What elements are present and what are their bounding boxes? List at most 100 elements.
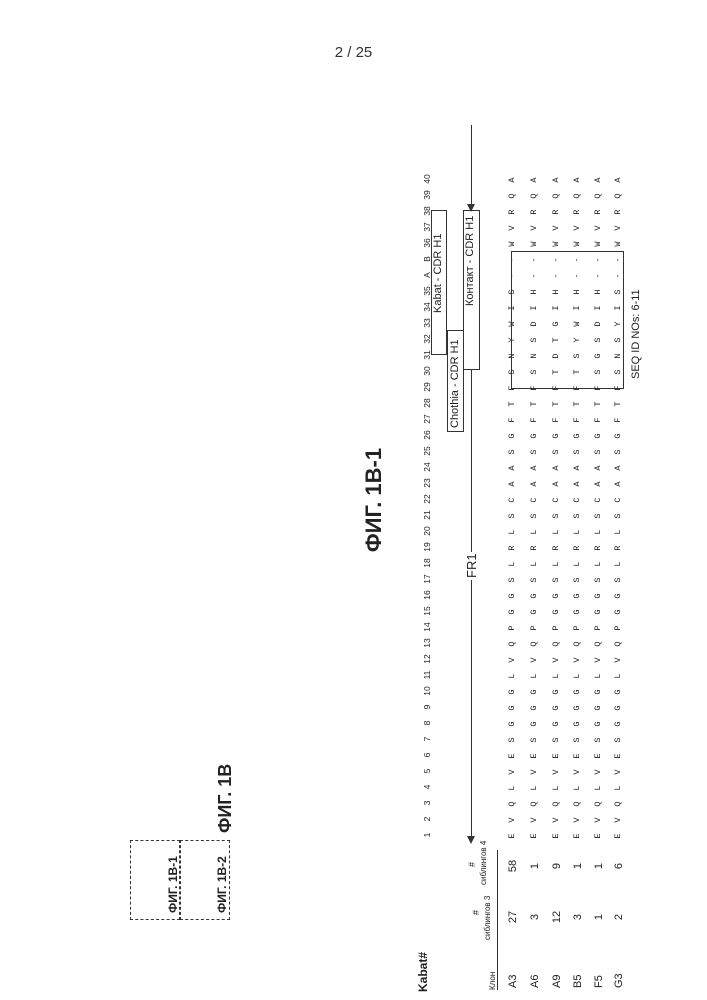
residue-cell: G (507, 703, 517, 713)
residue-cell: L (507, 671, 517, 681)
residue-cell: V (551, 767, 561, 777)
residue-cell: G (551, 431, 561, 441)
residue-cell: V (572, 655, 582, 665)
seq-id-label: SEQ ID NOs: 6-11 (630, 289, 642, 379)
col-header-sib3: сиблингов 3 (483, 896, 492, 940)
residue-cell: V (551, 815, 561, 825)
residue-cell: P (593, 623, 603, 633)
kabat-position-label: 12 (422, 652, 432, 666)
residue-cell: V (613, 815, 623, 825)
clone-name: F5 (593, 975, 605, 988)
residue-cell: S (613, 735, 623, 745)
header-divider (497, 850, 498, 990)
col-header-sib4: сиблингов 4 (479, 841, 488, 885)
residue-cell: G (551, 687, 561, 697)
residue-cell: L (593, 527, 603, 537)
sib3-count: 12 (551, 904, 563, 930)
residue-cell: L (572, 671, 582, 681)
residue-cell: S (507, 511, 517, 521)
residue-cell: A (529, 463, 539, 473)
residue-cell: V (551, 223, 561, 233)
sib4-count: 6 (613, 853, 625, 879)
residue-cell: G (551, 591, 561, 601)
sib4-count: 9 (551, 853, 563, 879)
residue-cell: E (593, 751, 603, 761)
residue-cell: A (551, 175, 561, 185)
contact-arrow-right (467, 204, 475, 212)
kabat-position-label: 22 (422, 492, 432, 506)
kabat-position-label: 14 (422, 620, 432, 634)
residue-cell: G (529, 703, 539, 713)
residue-cell: G (593, 687, 603, 697)
kabat-position-label: 3 (422, 796, 432, 810)
kabat-position-label: 24 (422, 460, 432, 474)
residue-cell: L (613, 783, 623, 793)
kabat-position-label: 21 (422, 508, 432, 522)
residue-cell: L (507, 527, 517, 537)
residue-cell: Q (551, 799, 561, 809)
col-header-clone: Клон (488, 972, 497, 990)
residue-cell: S (529, 447, 539, 457)
residue-cell: W (613, 239, 623, 249)
residue-cell: T (613, 399, 623, 409)
residue-cell: S (551, 447, 561, 457)
residue-cell: E (529, 751, 539, 761)
residue-cell: R (551, 543, 561, 553)
residue-cell: G (593, 719, 603, 729)
residue-cell: R (572, 543, 582, 553)
residue-cell: G (593, 607, 603, 617)
residue-cell: V (572, 223, 582, 233)
residue-cell: Q (529, 639, 539, 649)
residue-cell: R (613, 543, 623, 553)
kabat-position-label: 20 (422, 524, 432, 538)
residue-cell: G (613, 431, 623, 441)
residue-cell: S (572, 447, 582, 457)
residue-cell: R (551, 207, 561, 217)
clone-name: A6 (529, 975, 541, 988)
residue-cell: E (572, 751, 582, 761)
residue-cell: S (572, 735, 582, 745)
residue-cell: S (613, 511, 623, 521)
residue-cell: G (529, 607, 539, 617)
kabat-cdr-label: Kabat - CDR H1 (432, 234, 444, 313)
residue-cell: G (593, 591, 603, 601)
residue-cell: S (507, 447, 517, 457)
residue-cell: C (572, 495, 582, 505)
residue-cell: L (551, 527, 561, 537)
residue-cell: V (529, 815, 539, 825)
residue-cell: S (529, 735, 539, 745)
residue-cell: G (551, 607, 561, 617)
residue-cell: R (507, 207, 517, 217)
residue-cell: L (529, 559, 539, 569)
residue-cell: W (529, 239, 539, 249)
residue-cell: S (529, 575, 539, 585)
residue-cell: E (507, 751, 517, 761)
residue-cell: V (572, 815, 582, 825)
sib4-count: 1 (529, 853, 541, 879)
residue-cell: P (613, 623, 623, 633)
residue-cell: S (551, 575, 561, 585)
residue-cell: L (572, 559, 582, 569)
residue-cell: P (507, 623, 517, 633)
chothia-cdr-label: Chothia - CDR H1 (449, 339, 461, 428)
residue-cell: V (593, 223, 603, 233)
kabat-position-label: 40 (422, 172, 432, 186)
residue-cell: C (613, 495, 623, 505)
residue-cell: Q (593, 639, 603, 649)
residue-cell: W (507, 239, 517, 249)
legend-heading: ФИГ. 1В (215, 764, 236, 833)
residue-cell: S (593, 447, 603, 457)
residue-cell: S (507, 735, 517, 745)
kabat-position-label: 11 (422, 668, 432, 682)
residue-cell: L (551, 559, 561, 569)
kabat-position-label: 19 (422, 540, 432, 554)
residue-cell: Q (613, 191, 623, 201)
residue-cell: R (507, 543, 517, 553)
residue-cell: Q (551, 191, 561, 201)
residue-cell: L (529, 671, 539, 681)
residue-cell: Q (529, 191, 539, 201)
residue-cell: S (593, 735, 603, 745)
residue-cell: V (529, 655, 539, 665)
kabat-position-label: 13 (422, 636, 432, 650)
